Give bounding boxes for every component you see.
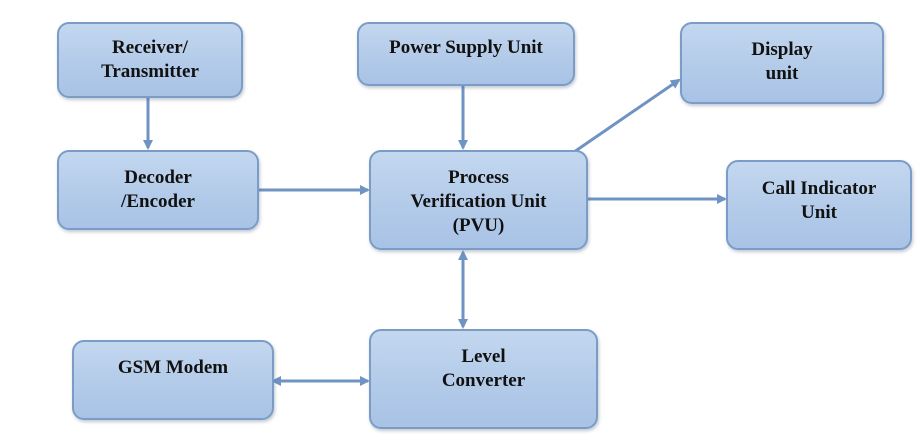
block-label: /Encoder (121, 191, 195, 212)
block-label: Display (751, 39, 813, 60)
block-label: Power Supply Unit (389, 37, 543, 58)
receiver-transmitter-block: Receiver/ Transmitter (57, 22, 243, 98)
display-unit-block: Display unit (680, 22, 884, 104)
block-label: (PVU) (452, 215, 505, 236)
decoder-encoder-block: Decoder /Encoder (57, 150, 259, 230)
block-label: Process (448, 167, 509, 188)
arrow-pvu-to-display (573, 78, 681, 154)
block-label: unit (765, 63, 799, 84)
block-label: Decoder (124, 167, 192, 188)
call-indicator-unit-block: Call Indicator Unit (726, 160, 912, 250)
process-verification-unit-block: Process Verification Unit (PVU) (369, 150, 588, 250)
block-label: Receiver/ (112, 37, 188, 58)
block-label: Verification Unit (410, 191, 547, 212)
block-label: Converter (441, 370, 526, 391)
power-supply-unit-block: Power Supply Unit (357, 22, 575, 86)
block-label: Level (461, 346, 506, 367)
gsm-modem-block: GSM Modem (72, 340, 274, 420)
block-label: Call Indicator (761, 178, 877, 199)
level-converter-block: Level Converter (369, 329, 598, 429)
block-label: GSM Modem (117, 357, 229, 378)
block-label: Unit (801, 202, 837, 223)
block-label: Transmitter (101, 61, 199, 82)
